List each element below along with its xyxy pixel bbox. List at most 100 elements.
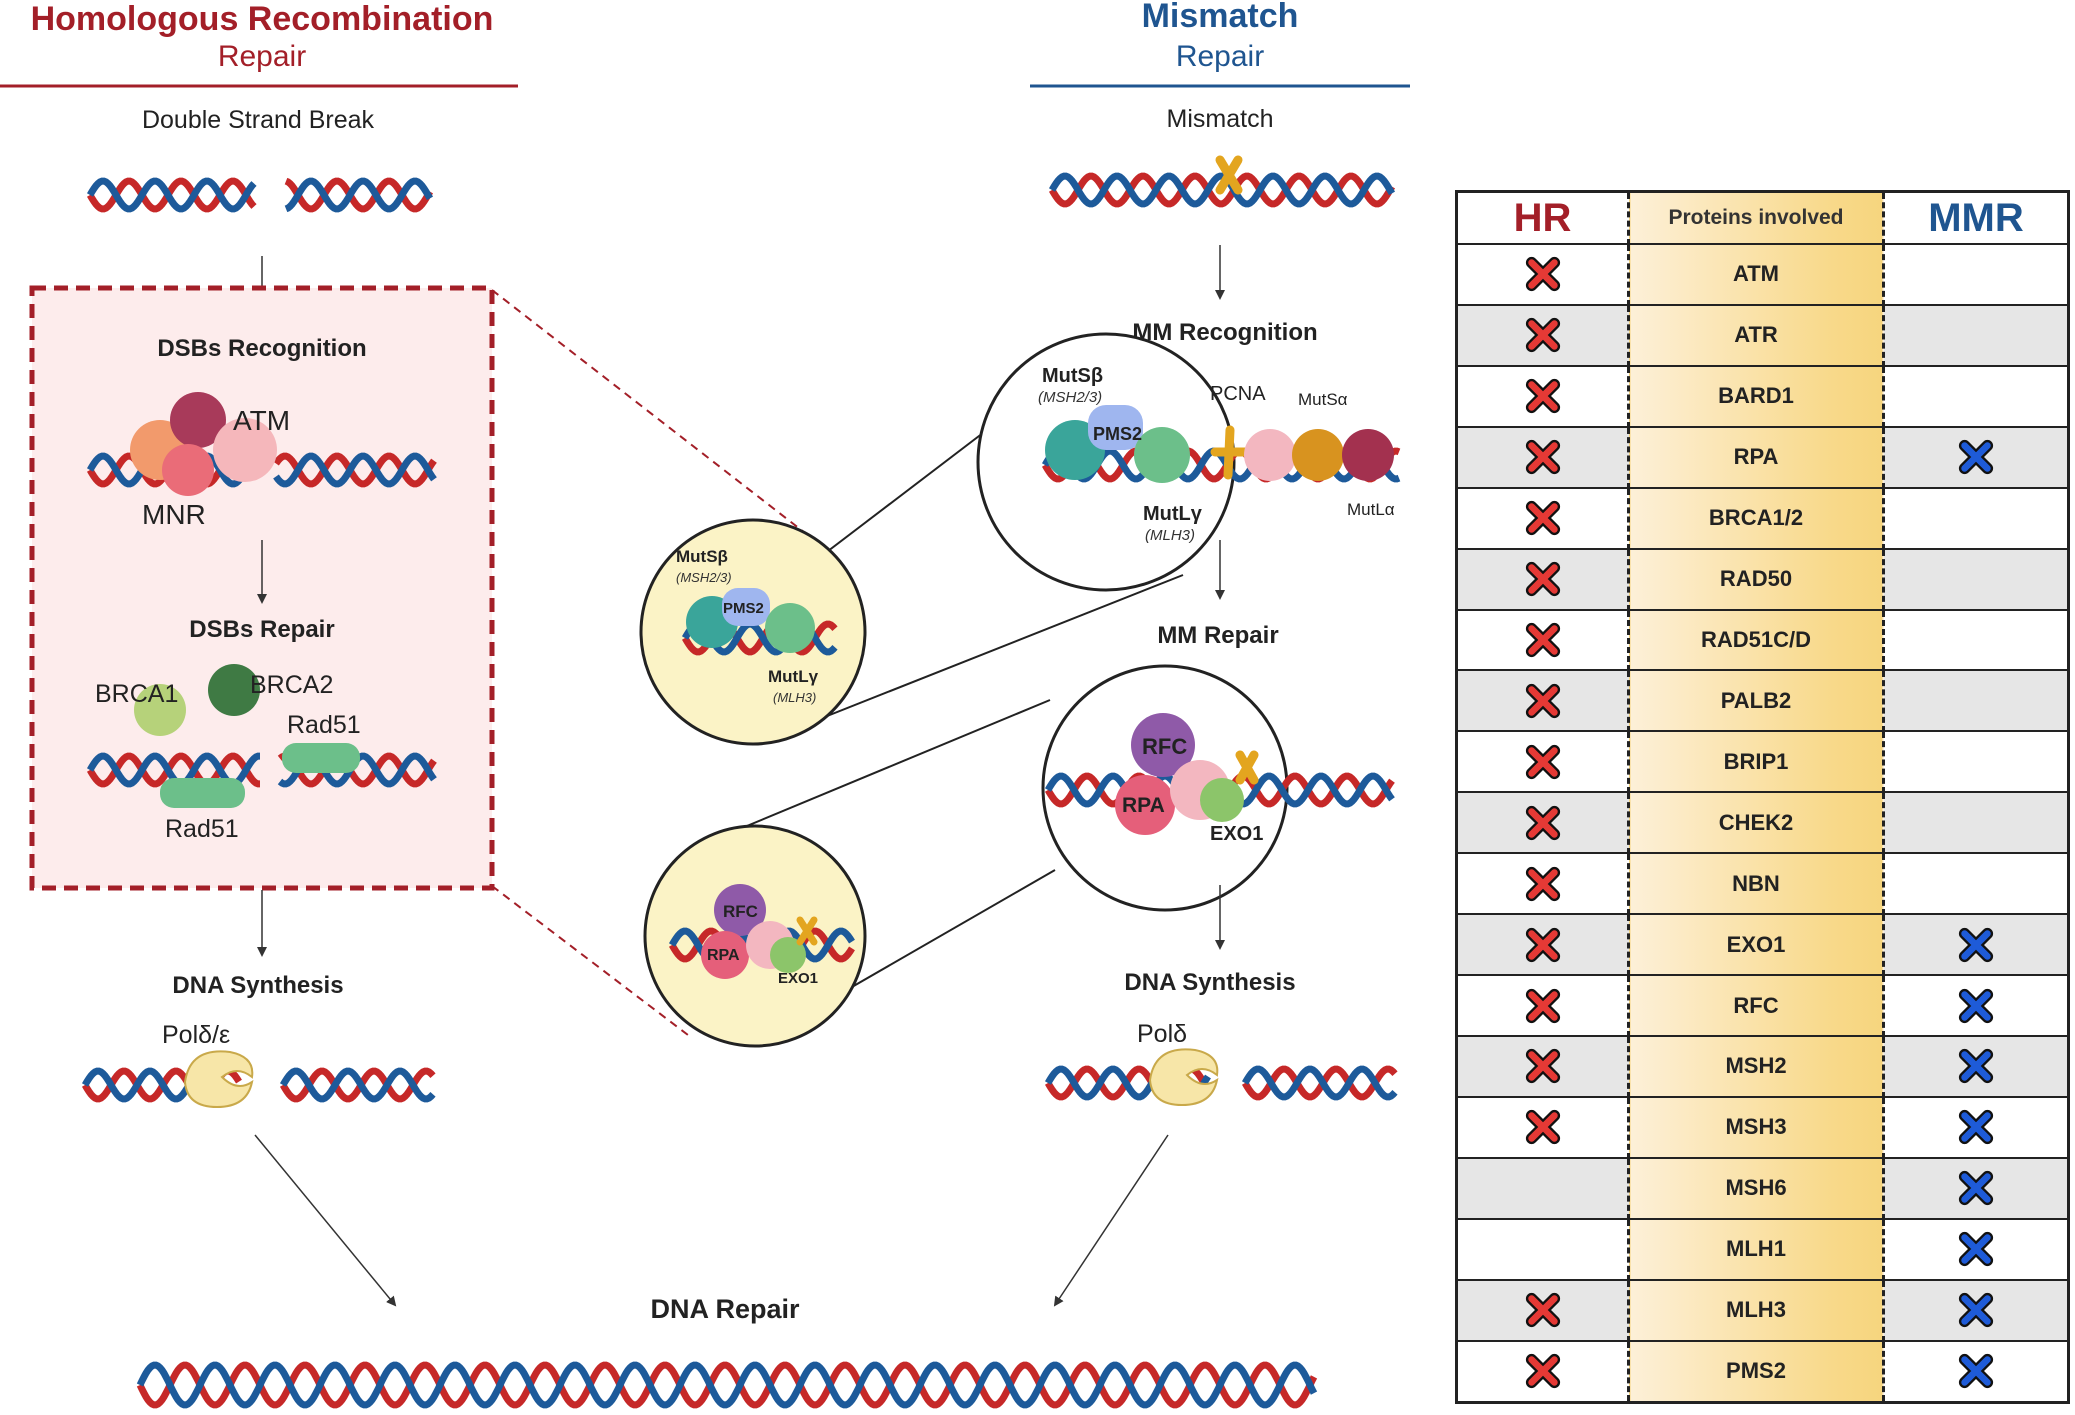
mmr-cell (1883, 730, 2069, 794)
table-row: MLH3 (1456, 1278, 2069, 1342)
table-row: NBN (1456, 852, 2069, 916)
table-row: PMS2 (1456, 1339, 2069, 1404)
middle-zoom-top: MutSβ (MSH2/3) PMS2 MutLγ (MLH3) (639, 419, 1184, 746)
mutlg-label: MutLγ (1143, 503, 1203, 525)
table-row: MSH3 (1456, 1095, 2069, 1159)
final-dna (136, 1361, 1318, 1409)
hr-cross-icon (1525, 927, 1560, 962)
mmr-cell (1883, 425, 2069, 489)
hr-cell (1456, 1339, 1629, 1404)
table-row: MSH6 (1456, 1156, 2069, 1220)
mmr-cell (1883, 669, 2069, 733)
protein-name: RAD50 (1627, 547, 1885, 611)
hr-cell (1456, 303, 1629, 367)
header-mmr: MMR (1883, 190, 2069, 245)
protein-name: MLH1 (1627, 1217, 1885, 1281)
protein-name: BRCA1/2 (1627, 486, 1885, 550)
protein-name: PALB2 (1627, 669, 1885, 733)
mmr-cell (1883, 913, 2069, 977)
zoom2-rfc-label: RFC (723, 902, 758, 921)
mmr-cell (1883, 547, 2069, 611)
hr-cell (1456, 243, 1629, 306)
hr-cross-icon (1525, 561, 1560, 597)
table-row: BRCA1/2 (1456, 486, 2069, 550)
mmr-pol-label: Polδ (1137, 1020, 1187, 1048)
mmr-cell (1883, 1034, 2069, 1098)
mmr-zoom-circle-recognition (976, 332, 1236, 592)
atm-label: ATM (233, 405, 290, 436)
dna-strand (1048, 172, 1396, 208)
dna-strand (1241, 1065, 1398, 1101)
mmr-cell (1883, 852, 2069, 916)
mnr-label: MNR (142, 499, 206, 530)
mutsb-label: MutSβ (1042, 365, 1103, 387)
hr-cell (1456, 1217, 1629, 1281)
hr-cross-icon (1525, 1049, 1560, 1084)
protein-name: EXO1 (1627, 913, 1885, 977)
mmr-cell (1883, 974, 2069, 1037)
hr-cell (1456, 364, 1629, 428)
hr-step-repair: DSBs Repair (189, 616, 334, 643)
zoom-circle-mutsb (639, 518, 867, 746)
mmr-cross-icon (1958, 1354, 1994, 1389)
mmr-cell (1883, 791, 2069, 855)
rad51-filament-bottom (160, 778, 245, 808)
header-proteins: Proteins involved (1627, 190, 1885, 245)
zoom2-exo1-label: EXO1 (778, 970, 818, 987)
zoom1-mutlg-sub: (MLH3) (773, 690, 816, 705)
hr-cell (1456, 852, 1629, 916)
repair-pathways-diagram: Homologous Recombination Repair Double S… (0, 0, 1410, 1409)
mmr-column: Mismatch Repair Mismatch MM Recognition … (976, 0, 1410, 1307)
table-row: RPA (1456, 425, 2069, 489)
hr-cross-icon (1525, 683, 1560, 719)
hr-cell (1456, 913, 1629, 977)
protein-name: MLH3 (1627, 1278, 1885, 1342)
mmr-cell (1883, 486, 2069, 550)
pcna-label: PCNA (1210, 383, 1266, 405)
protein-name: BRIP1 (1627, 730, 1885, 794)
hr-cell (1456, 974, 1629, 1037)
mmr-dna-synthesis-right (1241, 1065, 1398, 1101)
hr-title: Homologous Recombination (31, 0, 494, 38)
protein-name: RAD51C/D (1627, 608, 1885, 672)
mmr-cell (1883, 1278, 2069, 1342)
mmr-mismatch-icon (1215, 155, 1243, 195)
mmr-step-synthesis: DNA Synthesis (1124, 969, 1295, 996)
zoom2-rpa-label: RPA (707, 947, 740, 964)
table-row: PALB2 (1456, 669, 2069, 733)
table-row: CHEK2 (1456, 791, 2069, 855)
hr-step-damage: Double Strand Break (142, 106, 375, 134)
dna-strand (136, 1361, 1318, 1409)
final-label: DNA Repair (650, 1294, 800, 1324)
hr-cross-icon (1525, 257, 1560, 292)
hr-cross-icon (1525, 805, 1560, 840)
mmr-cell (1883, 608, 2069, 672)
table-row: RFC (1456, 974, 2069, 1037)
table-row: ATR (1456, 303, 2069, 367)
hr-cross-icon (1525, 744, 1560, 779)
protein-name: CHEK2 (1627, 791, 1885, 855)
hr-cross-icon (1525, 501, 1560, 536)
mutla-label: MutLα (1347, 500, 1395, 519)
hr-step-recognition: DSBs Recognition (157, 335, 366, 362)
dna-strand (136, 1361, 1318, 1409)
hr-cell (1456, 791, 1629, 855)
mutsa-label: MutSα (1298, 390, 1348, 409)
mmr-cell (1883, 364, 2069, 428)
table-row: RAD51C/D (1456, 608, 2069, 672)
hr-subtitle: Repair (218, 40, 306, 73)
hr-cell (1456, 1156, 1629, 1220)
zoom1-mutsb-label: MutSβ (676, 547, 728, 566)
mmr-dna-mismatch (1048, 172, 1396, 208)
hr-cell (1456, 1034, 1629, 1098)
hr-cell (1456, 1278, 1629, 1342)
hr-cross-icon (1525, 1110, 1560, 1145)
table-row: MSH2 (1456, 1034, 2069, 1098)
protein-name: PMS2 (1627, 1339, 1885, 1404)
mmr-cross-icon (1958, 1293, 1994, 1328)
mmr-polymerase-icon (1148, 1048, 1219, 1107)
zoom-line-upper (491, 289, 819, 544)
mmr-cell (1883, 1156, 2069, 1220)
dna-strand (279, 1067, 436, 1103)
